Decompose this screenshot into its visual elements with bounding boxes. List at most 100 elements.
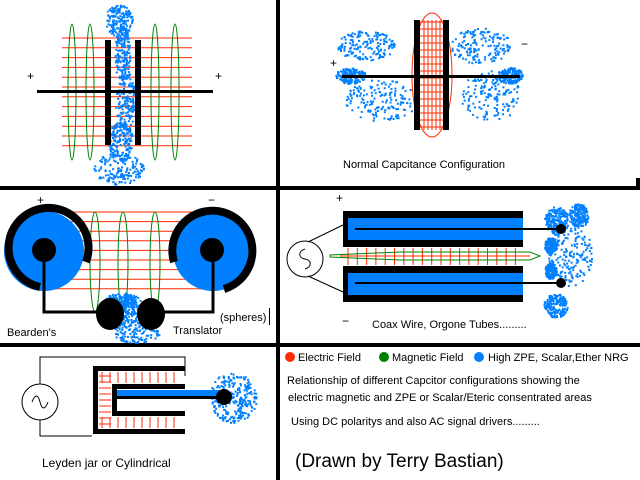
zpe-particle <box>557 235 560 238</box>
zpe-particle <box>215 407 218 410</box>
zpe-particle <box>516 80 519 83</box>
zpe-particle <box>343 82 346 85</box>
zpe-particle <box>483 56 486 59</box>
zpe-particle <box>118 30 121 33</box>
legend-swatch-electric <box>285 352 295 362</box>
polarity-plus: + <box>336 191 343 205</box>
zpe-particle <box>247 413 250 416</box>
zpe-particle <box>131 299 134 302</box>
zpe-particle <box>112 137 114 139</box>
zpe-particle <box>128 127 131 130</box>
zpe-particle <box>496 36 499 39</box>
zpe-particle <box>394 90 397 93</box>
zpe-particle <box>123 84 126 87</box>
zpe-particle <box>402 101 405 104</box>
zpe-particle <box>235 413 238 416</box>
zpe-particle <box>233 402 236 405</box>
zpe-particle <box>553 297 556 300</box>
zpe-particle <box>555 309 557 312</box>
zpe-particle <box>557 212 560 215</box>
zpe-particle <box>587 216 590 219</box>
zpe-cloud <box>543 203 593 319</box>
zpe-particle <box>461 102 464 105</box>
zpe-particle <box>548 247 550 250</box>
conductor-wire <box>342 75 520 78</box>
zpe-particle <box>587 217 590 220</box>
zpe-particle <box>562 297 565 300</box>
zpe-particle <box>233 382 236 385</box>
zpe-particle <box>382 56 385 58</box>
zpe-particle <box>216 414 219 417</box>
zpe-particle <box>506 70 508 73</box>
zpe-particle <box>116 93 119 95</box>
zpe-particle <box>547 212 550 215</box>
zpe-particle <box>370 48 373 50</box>
zpe-particle <box>218 386 221 389</box>
zpe-particle <box>361 57 364 60</box>
zpe-particle <box>122 157 125 160</box>
zpe-particle <box>391 80 394 83</box>
zpe-particle <box>128 172 131 174</box>
zpe-particle <box>127 106 130 109</box>
zpe-particle <box>388 38 391 41</box>
zpe-particle <box>505 72 508 75</box>
zpe-particle <box>498 71 500 74</box>
zpe-particle <box>384 83 387 86</box>
zpe-particle <box>553 247 556 250</box>
zpe-particle <box>585 249 587 252</box>
zpe-particle <box>500 57 503 60</box>
zpe-particle <box>120 69 123 72</box>
zpe-particle <box>120 168 123 171</box>
zpe-particle <box>356 36 359 39</box>
zpe-particle <box>375 46 378 49</box>
zpe-particle <box>468 61 471 64</box>
zpe-particle <box>560 311 563 314</box>
zpe-particle <box>513 88 516 91</box>
zpe-particle <box>361 31 364 34</box>
zpe-particle <box>127 144 130 147</box>
zpe-particle <box>128 41 130 44</box>
zpe-particle <box>573 245 576 248</box>
zpe-particle <box>228 418 231 421</box>
zpe-particle <box>346 80 348 83</box>
zpe-particle <box>492 36 495 39</box>
zpe-particle <box>248 402 251 405</box>
zpe-particle <box>344 80 347 83</box>
zpe-particle <box>112 22 115 25</box>
zpe-particle <box>566 215 569 218</box>
zpe-particle <box>232 373 235 376</box>
zpe-particle <box>129 73 132 76</box>
zpe-particle <box>492 79 495 81</box>
zpe-particle <box>544 217 547 220</box>
zpe-particle <box>581 254 584 257</box>
zpe-particle <box>368 103 371 106</box>
zpe-particle <box>572 255 575 258</box>
zpe-particle <box>498 37 501 40</box>
zpe-particle <box>571 221 574 224</box>
zpe-particle <box>474 55 477 57</box>
zpe-particle <box>549 296 552 299</box>
zpe-particle <box>469 49 472 52</box>
electric-field-lines <box>340 248 530 265</box>
zpe-particle <box>114 61 117 64</box>
zpe-particle <box>132 304 135 307</box>
zpe-particle <box>226 380 229 383</box>
zpe-particle <box>473 106 476 109</box>
zpe-particle <box>486 118 489 121</box>
zpe-particle <box>566 266 568 269</box>
zpe-particle <box>466 30 469 32</box>
zpe-particle <box>501 49 504 52</box>
zpe-particle <box>339 75 342 78</box>
zpe-particle <box>117 162 119 165</box>
zpe-particle <box>575 208 578 211</box>
zpe-particle <box>545 304 548 307</box>
zpe-particle <box>336 76 339 79</box>
zpe-particle <box>490 58 493 61</box>
zpe-particle <box>127 120 130 123</box>
zpe-particle <box>556 310 559 313</box>
zpe-particle <box>238 388 241 391</box>
zpe-particle <box>551 259 553 262</box>
zpe-particle <box>553 222 556 224</box>
zpe-particle <box>569 270 572 273</box>
zpe-particle <box>516 73 519 75</box>
